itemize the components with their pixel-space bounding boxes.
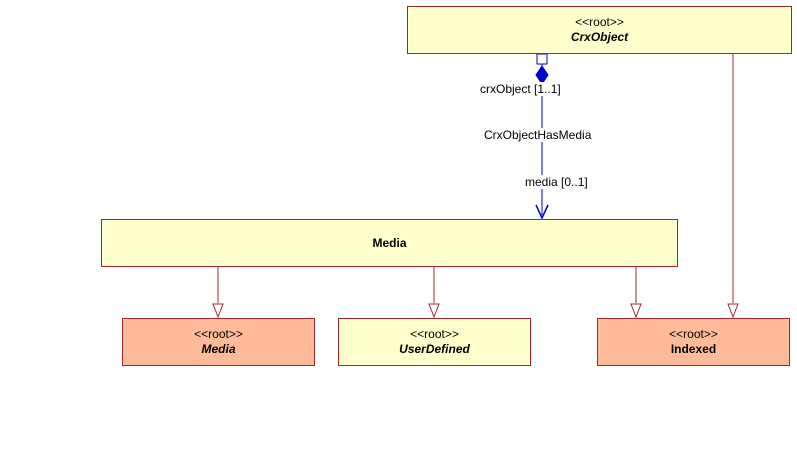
class-name: UserDefined [399,342,470,356]
class-crxobject[interactable]: <<root>> CrxObject [407,6,792,54]
class-name: CrxObject [570,30,629,44]
class-media-child[interactable]: <<root>> Media [122,318,315,366]
generalization-indexed-crx-arrow [727,303,739,319]
source-multiplicity: [1..1] [534,82,561,96]
association-target-role: media [0..1] [525,175,588,189]
class-name: Indexed [670,342,717,356]
generalization-indexed-media-arrow [630,303,642,319]
target-multiplicity: [0..1] [561,175,588,189]
association-name: CrxObjectHasMedia [484,128,592,142]
class-userdefined[interactable]: <<root>> UserDefined [338,318,531,366]
association-source-role: crxObject [1..1] [480,82,561,96]
class-stereotype: <<root>> [194,327,243,341]
class-stereotype: <<root>> [669,327,718,341]
class-name: Media [201,342,236,356]
source-role-name: crxObject [480,82,531,96]
generalization-media-arrow [212,303,224,319]
association-arrowhead [535,204,549,220]
class-indexed[interactable]: <<root>> Indexed [597,318,790,366]
class-name: Media [372,235,407,250]
generalization-userdefined-arrow [428,303,440,319]
class-stereotype: <<root>> [575,15,624,29]
class-stereotype: <<root>> [410,327,459,341]
class-media-parent[interactable]: Media [101,219,678,267]
association-end-square [536,53,548,65]
target-role-name: media [525,175,558,189]
